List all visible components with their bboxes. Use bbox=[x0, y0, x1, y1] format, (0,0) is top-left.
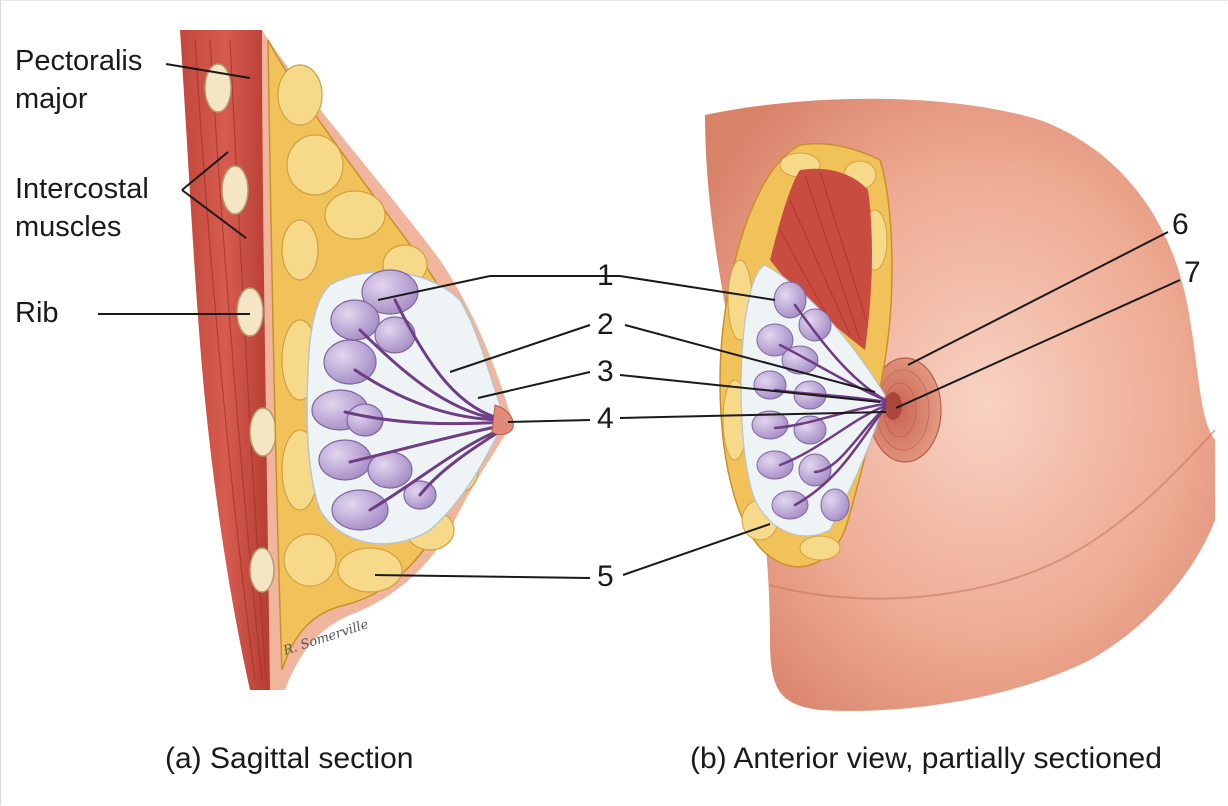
number-label-5: 5 bbox=[597, 560, 614, 593]
caption-anterior-view: (b) Anterior view, partially sectioned bbox=[690, 742, 1162, 775]
number-label-6: 6 bbox=[1172, 208, 1189, 241]
label-pectoralis-line2: major bbox=[15, 83, 88, 115]
ducts-anterior bbox=[773, 303, 887, 507]
leader-4b bbox=[619, 411, 887, 419]
number-label-4: 4 bbox=[597, 402, 614, 435]
leader-intercostal-lower bbox=[181, 189, 247, 239]
leader-intercostal-upper bbox=[181, 151, 229, 191]
leader-2b bbox=[624, 324, 876, 393]
rib-cross-sections bbox=[204, 63, 277, 593]
leader-3a bbox=[477, 371, 591, 399]
leader-1c bbox=[619, 275, 776, 301]
leader-3b bbox=[619, 374, 881, 403]
number-label-3: 3 bbox=[597, 355, 614, 388]
leader-6 bbox=[907, 231, 1169, 366]
lobules-sagittal bbox=[311, 269, 437, 531]
pectoralis-muscle-wall bbox=[180, 30, 270, 690]
number-label-2: 2 bbox=[597, 308, 614, 341]
leader-7 bbox=[895, 279, 1181, 409]
leader-pectoralis bbox=[165, 63, 251, 79]
leader-5a bbox=[374, 574, 591, 579]
nipple-anterior bbox=[884, 392, 902, 420]
ducts-sagittal bbox=[343, 298, 507, 512]
pectoralis-anterior bbox=[770, 168, 872, 350]
anterior-view-drawing bbox=[705, 98, 1216, 711]
label-rib: Rib bbox=[15, 297, 59, 329]
label-intercostal-line1: Intercostal bbox=[15, 173, 149, 205]
leader-lines bbox=[98, 63, 1181, 579]
label-intercostal-line2: muscles bbox=[15, 211, 122, 243]
nipple-sagittal bbox=[491, 404, 514, 436]
label-intercostal-muscles: Intercostal muscles bbox=[15, 170, 149, 246]
sagittal-section-drawing: R. Somerville bbox=[180, 30, 514, 690]
leader-1b bbox=[377, 275, 491, 301]
lobules-anterior bbox=[751, 281, 850, 522]
number-label-1: 1 bbox=[597, 259, 614, 292]
leader-2a bbox=[449, 324, 591, 373]
leader-4a bbox=[507, 419, 591, 423]
number-label-7: 7 bbox=[1184, 256, 1201, 289]
leader-5b bbox=[622, 523, 771, 576]
caption-sagittal-section: (a) Sagittal section bbox=[165, 742, 414, 775]
label-pectoralis-line1: Pectoralis bbox=[15, 45, 143, 77]
label-pectoralis-major: Pectoralis major bbox=[15, 42, 142, 118]
